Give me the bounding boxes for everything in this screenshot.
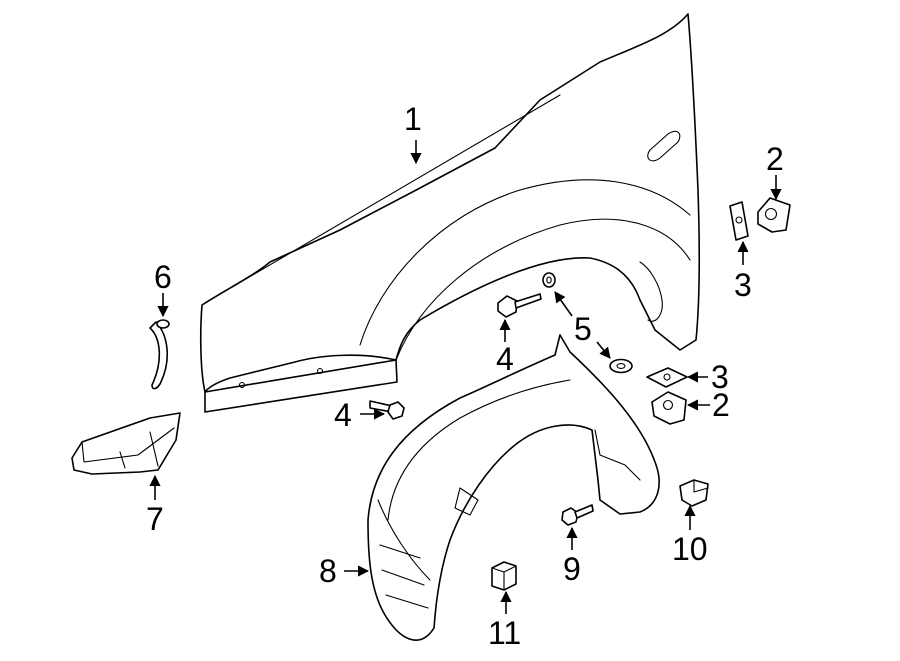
callout-3-lower: 3 — [711, 359, 729, 395]
bracket — [71, 412, 181, 475]
bolt-lower — [369, 400, 405, 420]
leader-lines — [149, 140, 782, 614]
bolt-upper — [497, 293, 542, 318]
callout-1: 1 — [404, 101, 422, 137]
washer-lower — [609, 358, 633, 374]
push-clip — [679, 479, 709, 507]
plate-upper — [729, 201, 749, 241]
washer-upper — [542, 272, 556, 288]
fender-liner — [367, 334, 660, 641]
callout-2-upper: 2 — [766, 141, 784, 177]
callout-6: 6 — [154, 259, 172, 295]
fender-panel — [199, 13, 701, 413]
callout-3-upper: 3 — [734, 267, 752, 303]
retainer-clip — [491, 561, 517, 591]
screw — [561, 504, 594, 526]
callout-11: 11 — [488, 615, 521, 651]
clip-nut-upper — [757, 197, 791, 233]
plate-lower — [646, 367, 688, 388]
callout-4-upper: 4 — [496, 341, 514, 377]
seal-strip — [149, 319, 170, 390]
callout-7: 7 — [146, 501, 164, 537]
callout-4-lower: 4 — [334, 397, 352, 433]
clip-nut-lower — [651, 391, 687, 425]
callout-10: 10 — [672, 531, 708, 567]
callout-9: 9 — [563, 551, 581, 587]
callout-2-lower: 2 — [712, 387, 730, 423]
callout-8: 8 — [319, 553, 337, 589]
callout-5: 5 — [574, 311, 592, 347]
